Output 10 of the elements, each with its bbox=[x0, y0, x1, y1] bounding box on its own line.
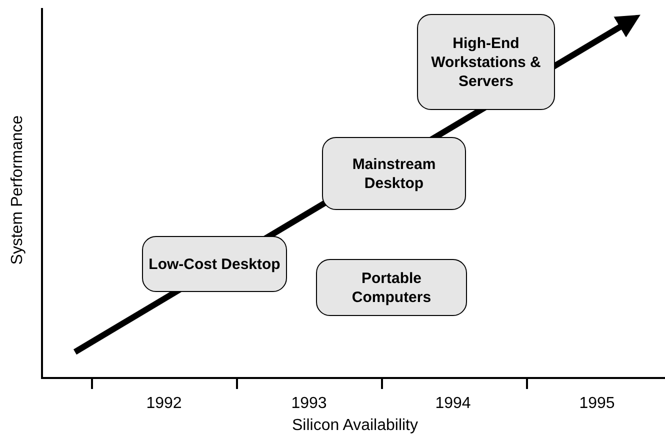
year-label: 1994 bbox=[434, 394, 472, 414]
year-label: 1995 bbox=[578, 394, 616, 414]
category-box: High-End Workstations & Servers bbox=[417, 14, 555, 110]
category-box: Mainstream Desktop bbox=[322, 137, 466, 210]
category-box: Portable Computers bbox=[316, 259, 467, 316]
category-box: Low-Cost Desktop bbox=[142, 236, 287, 292]
year-label: 1992 bbox=[145, 394, 183, 414]
year-label: 1993 bbox=[290, 394, 328, 414]
axis-title: System Performance bbox=[8, 114, 27, 267]
axis-title: Silicon Availability bbox=[291, 416, 419, 436]
